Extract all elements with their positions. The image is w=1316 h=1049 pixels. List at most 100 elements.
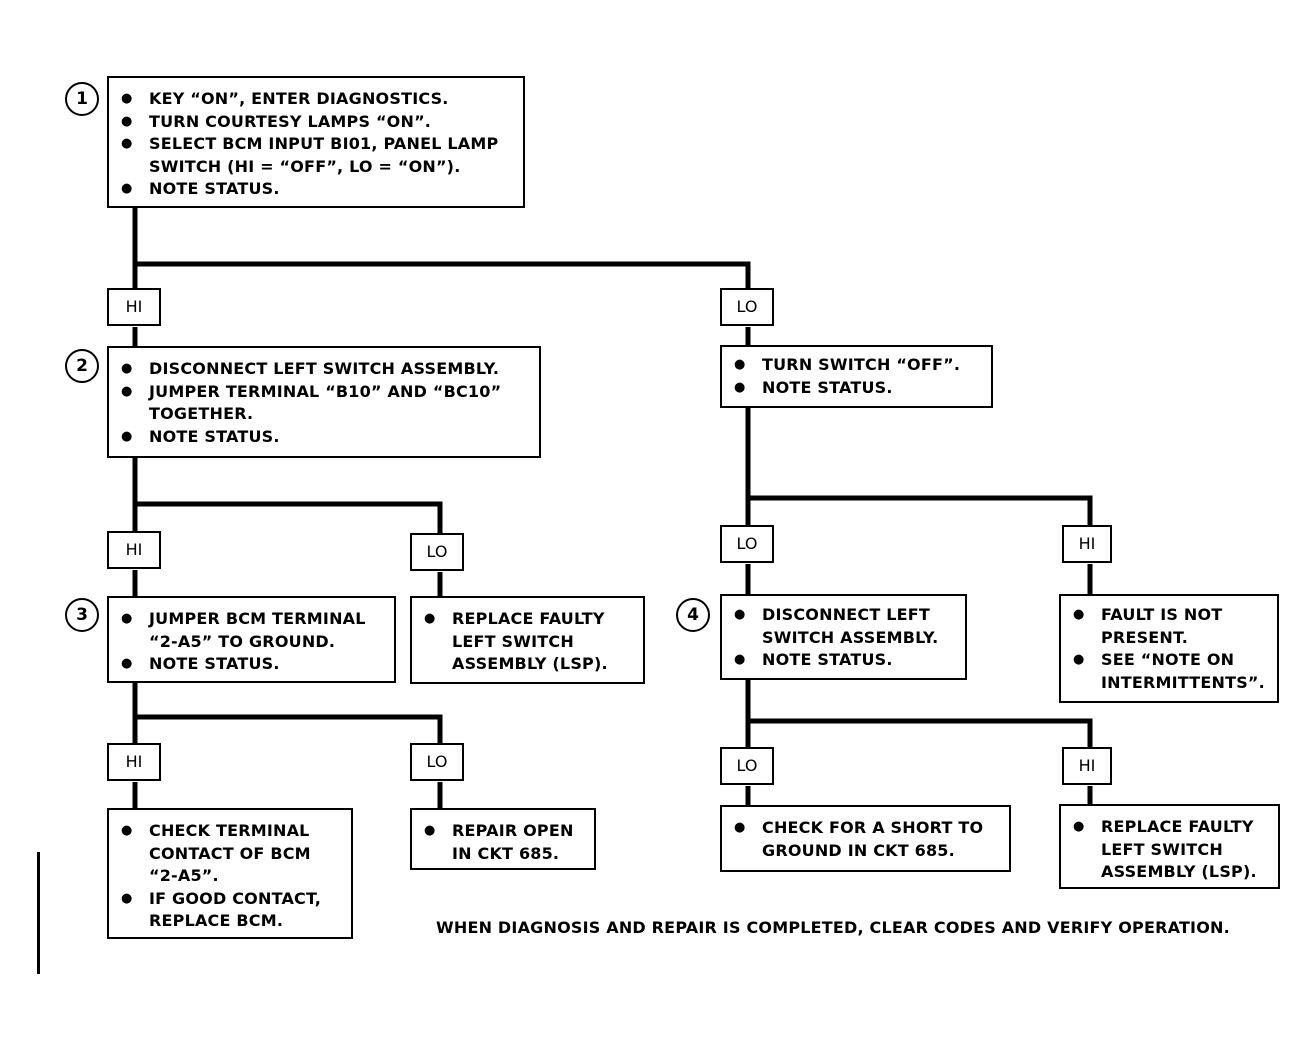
- bullet-line: CONTACT OF BCM: [149, 843, 311, 863]
- branch-label-lo: LO: [410, 743, 464, 781]
- step-number-4: 4: [676, 598, 710, 632]
- bullet-item: FAULT IS NOT PRESENT.: [1073, 604, 1269, 649]
- bullet-list: REPAIR OPEN IN CKT 685.: [424, 820, 586, 865]
- bullet-line: REPLACE FAULTY: [1101, 817, 1254, 836]
- bullet-item: CHECK TERMINAL CONTACT OF BCM “2-A5”.: [121, 820, 343, 888]
- bullet-line: DISCONNECT LEFT SWITCH ASSEMBLY.: [149, 359, 500, 378]
- bullet-list: DISCONNECT LEFT SWITCH ASSEMBLY. NOTE STAT…: [734, 604, 957, 672]
- bullet-line: REPAIR OPEN: [452, 821, 574, 840]
- bullet-line: “2-A5” TO GROUND.: [149, 631, 336, 651]
- bullet-line: TURN COURTESY LAMPS “ON”.: [149, 111, 432, 131]
- bullet-item: TURN COURTESY LAMPS “ON”.: [121, 111, 515, 134]
- step-number-1: 1: [65, 82, 99, 116]
- bullet-line: SWITCH (HI = “OFF”, LO = “ON”).: [149, 156, 461, 176]
- bullet-line: SEE “NOTE ON: [1101, 650, 1235, 669]
- bullet-line: NOTE STATUS.: [762, 377, 893, 397]
- bullet-line: REPLACE FAULTY: [452, 609, 605, 628]
- bullet-line: TOGETHER.: [149, 404, 254, 423]
- bullet-line: IF GOOD CONTACT,: [149, 888, 322, 908]
- bullet-line: ASSEMBLY (LSP).: [452, 654, 608, 673]
- bullet-item: NOTE STATUS.: [734, 649, 957, 672]
- bullet-item: NOTE STATUS.: [121, 653, 386, 676]
- bullet-item: REPAIR OPEN IN CKT 685.: [424, 820, 586, 865]
- bullet-item: CHECK FOR A SHORT TO GROUND IN CKT 685.: [734, 817, 1001, 862]
- step-box-4: DISCONNECT LEFT SWITCH ASSEMBLY. NOTE STAT…: [720, 594, 967, 680]
- bullet-item: DISCONNECT LEFT SWITCH ASSEMBLY.: [121, 358, 531, 381]
- result-box-check-short: CHECK FOR A SHORT TO GROUND IN CKT 685.: [720, 805, 1011, 872]
- bullet-line: “2-A5”.: [149, 866, 219, 885]
- bullet-item: NOTE STATUS.: [121, 178, 515, 201]
- branch-label-lo: LO: [720, 747, 774, 785]
- bullet-line: IN CKT 685.: [452, 843, 560, 863]
- connector-3: [132, 681, 443, 744]
- bullet-item: DISCONNECT LEFT SWITCH ASSEMBLY.: [734, 604, 957, 649]
- result-box-check-terminal: CHECK TERMINAL CONTACT OF BCM “2-A5”. IF GO…: [107, 808, 353, 939]
- bullet-item: NOTE STATUS.: [734, 377, 983, 400]
- bullet-line: SWITCH ASSEMBLY.: [762, 627, 939, 647]
- bullet-line: PRESENT.: [1101, 627, 1188, 647]
- bullet-line: CHECK TERMINAL: [149, 821, 310, 840]
- result-box-repair-open: REPAIR OPEN IN CKT 685.: [410, 808, 596, 870]
- branch-label-lo: LO: [410, 533, 464, 571]
- branch-label-hi: HI: [1062, 525, 1112, 563]
- bullet-line: NOTE STATUS.: [149, 654, 280, 673]
- connector-4: [745, 678, 1093, 748]
- margin-change-bar: [37, 852, 40, 974]
- bullet-line: TURN SWITCH “OFF”.: [762, 355, 961, 374]
- bullet-item: KEY “ON”, ENTER DIAGNOSTICS.: [121, 88, 515, 111]
- branch-label-lo: LO: [720, 525, 774, 563]
- bullet-list: REPLACE FAULTY LEFT SWITCH ASSEMBLY (LSP).: [424, 608, 635, 676]
- bullet-line: NOTE STATUS.: [762, 650, 893, 669]
- bullet-item: REPLACE FAULTY LEFT SWITCH ASSEMBLY (LSP).: [424, 608, 635, 676]
- bullet-line: FAULT IS NOT: [1101, 605, 1223, 624]
- result-box-replace-switch-2: REPLACE FAULTY LEFT SWITCH ASSEMBLY (LSP).: [1059, 804, 1280, 889]
- bullet-line: NOTE STATUS.: [149, 426, 280, 446]
- bullet-line: KEY “ON”, ENTER DIAGNOSTICS.: [149, 89, 449, 108]
- bullet-list: REPLACE FAULTY LEFT SWITCH ASSEMBLY (LSP).: [1073, 816, 1270, 884]
- bullet-list: CHECK FOR A SHORT TO GROUND IN CKT 685.: [734, 817, 1001, 862]
- bullet-line: REPLACE BCM.: [149, 911, 284, 930]
- bullet-line: LEFT SWITCH: [452, 631, 574, 651]
- bullet-line: ASSEMBLY (LSP).: [1101, 862, 1257, 881]
- step-number-2: 2: [65, 349, 99, 383]
- bullet-item: REPLACE FAULTY LEFT SWITCH ASSEMBLY (LSP).: [1073, 816, 1270, 884]
- bullet-item: SEE “NOTE ON INTERMITTENTS”.: [1073, 649, 1269, 694]
- bullet-item: JUMPER BCM TERMINAL “2-A5” TO GROUND.: [121, 608, 386, 653]
- step-box-3: JUMPER BCM TERMINAL “2-A5” TO GROUND. NOTE…: [107, 596, 396, 683]
- result-box-fault-not-present: FAULT IS NOT PRESENT. SEE “NOTE ON INTERMIT…: [1059, 594, 1279, 703]
- bullet-list: CHECK TERMINAL CONTACT OF BCM “2-A5”. IF GO…: [121, 820, 343, 933]
- bullet-line: DISCONNECT LEFT: [762, 605, 931, 624]
- bullet-line: NOTE STATUS.: [149, 179, 280, 198]
- bullet-item: IF GOOD CONTACT, REPLACE BCM.: [121, 888, 343, 933]
- branch-label-hi: HI: [107, 288, 161, 326]
- bullet-list: KEY “ON”, ENTER DIAGNOSTICS. TURN COURTES…: [121, 88, 515, 201]
- bullet-line: INTERMITTENTS”.: [1101, 672, 1265, 692]
- branch-label-hi: HI: [107, 531, 161, 569]
- bullet-line: JUMPER BCM TERMINAL: [149, 609, 366, 628]
- step-box-2: DISCONNECT LEFT SWITCH ASSEMBLY. JUMPER T…: [107, 346, 541, 458]
- bullet-line: CHECK FOR A SHORT TO: [762, 818, 984, 837]
- bullet-line: SELECT BCM INPUT BI01, PANEL LAMP: [149, 134, 499, 153]
- bullet-list: DISCONNECT LEFT SWITCH ASSEMBLY. JUMPER T…: [121, 358, 531, 448]
- step-box-turn-switch-off: TURN SWITCH “OFF”. NOTE STATUS.: [720, 345, 993, 408]
- bullet-line: JUMPER TERMINAL “B10” AND “BC10”: [149, 381, 502, 401]
- bullet-list: JUMPER BCM TERMINAL “2-A5” TO GROUND. NOTE…: [121, 608, 386, 676]
- branch-label-lo: LO: [720, 288, 774, 326]
- connector-2: [132, 456, 443, 534]
- bullet-line: LEFT SWITCH: [1101, 839, 1223, 859]
- connector-off: [745, 406, 1093, 526]
- bullet-list: TURN SWITCH “OFF”. NOTE STATUS.: [734, 354, 983, 399]
- step-box-1: KEY “ON”, ENTER DIAGNOSTICS. TURN COURTES…: [107, 76, 525, 208]
- step-number-3: 3: [65, 598, 99, 632]
- bullet-line: GROUND IN CKT 685.: [762, 840, 955, 860]
- footer-note: WHEN DIAGNOSIS AND REPAIR IS COMPLETED, …: [436, 918, 1230, 937]
- bullet-item: SELECT BCM INPUT BI01, PANEL LAMP SWITCH …: [121, 133, 515, 178]
- result-box-replace-switch-1: REPLACE FAULTY LEFT SWITCH ASSEMBLY (LSP).: [410, 596, 645, 684]
- connector-1: [132, 206, 751, 289]
- bullet-list: FAULT IS NOT PRESENT. SEE “NOTE ON INTERMIT…: [1073, 604, 1269, 694]
- branch-label-hi: HI: [1062, 747, 1112, 785]
- branch-label-hi: HI: [107, 743, 161, 781]
- bullet-item: TURN SWITCH “OFF”.: [734, 354, 983, 377]
- bullet-item: NOTE STATUS.: [121, 426, 531, 449]
